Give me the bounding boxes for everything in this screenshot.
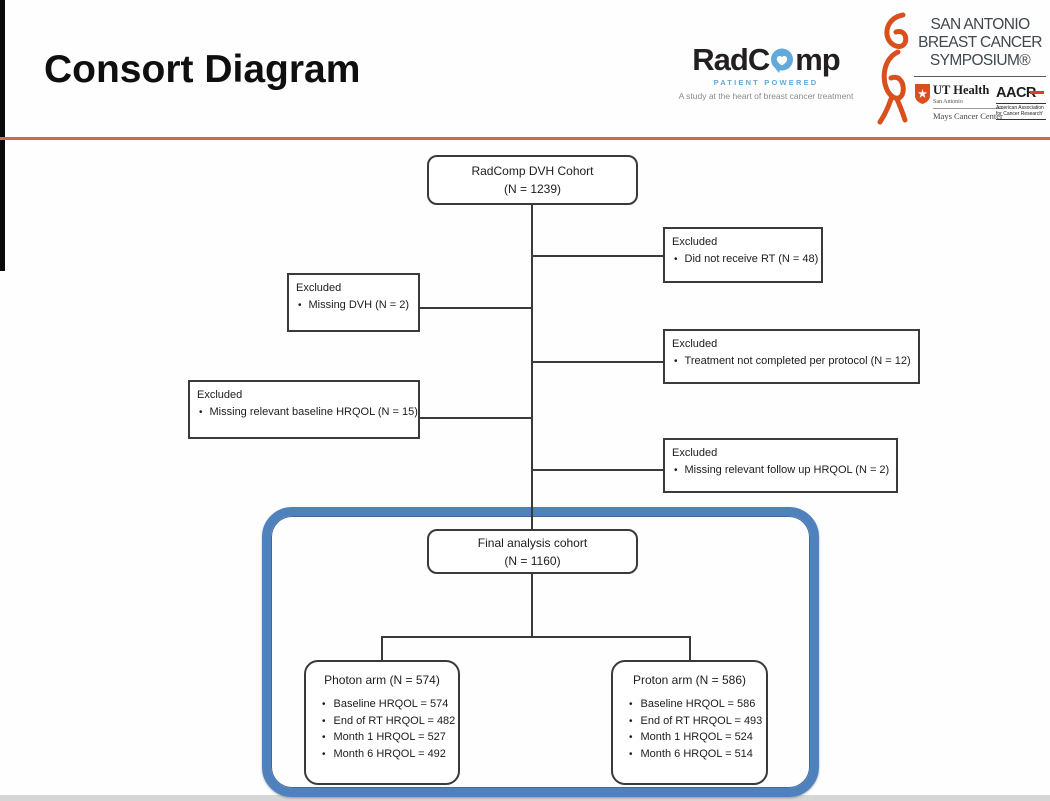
bullet-icon (322, 748, 326, 760)
connector-trunk-bottom (531, 574, 533, 638)
dvh-cohort-n: (N = 1239) (503, 182, 562, 196)
proton-arm-title: Proton arm (N = 586) (632, 673, 747, 687)
left-edge-bar (0, 0, 5, 271)
ut-health-city: San Antonio (933, 98, 963, 105)
header-divider (0, 137, 1050, 140)
photon-month-6: Month 6 HRQOL = 492 (333, 747, 446, 760)
radcomp-word-post: mp (795, 42, 840, 77)
connector-proton-drop (689, 636, 691, 662)
bullet-icon (322, 715, 326, 727)
sabcs-line2: BREAST CANCER (918, 33, 1042, 51)
sabcs-title: SAN ANTONIO BREAST CANCER SYMPOSIUM® (914, 16, 1046, 69)
bullet-icon (322, 698, 326, 710)
sabcs-logo: SAN ANTONIO BREAST CANCER SYMPOSIUM® UT … (876, 4, 1046, 130)
radcomp-logo: RadC mp PATIENT POWERED A study at the h… (678, 44, 854, 101)
sabcs-line3: SYMPOSIUM® (929, 51, 1031, 69)
bullet-icon (674, 462, 678, 479)
flow-box-excluded-followup-hrqol: Excluded Missing relevant follow up HRQO… (663, 438, 898, 493)
radcomp-word-pre: RadC (692, 42, 770, 77)
excluded-item: Missing DVH (N = 2) (308, 299, 410, 312)
bullet-icon (674, 353, 678, 370)
final-cohort-n: (N = 1160) (504, 553, 561, 568)
excluded-title: Excluded (197, 389, 243, 401)
connector-trunk-top (531, 205, 533, 530)
connector-excluded-protocol (532, 361, 663, 363)
highlight-box (262, 507, 819, 797)
radcomp-tagline: A study at the heart of breast cancer tr… (678, 91, 854, 101)
excluded-title: Excluded (672, 236, 718, 248)
flow-box-excluded-protocol: Excluded Treatment not completed per pro… (663, 329, 920, 384)
excluded-title: Excluded (672, 338, 718, 350)
connector-excluded-missing-dvh (420, 307, 532, 309)
bullet-icon (674, 251, 678, 268)
dvh-cohort-label: RadComp DVH Cohort (471, 164, 594, 178)
aacr-subtitle: American Association for Cancer Research… (996, 102, 1046, 120)
excluded-title: Excluded (296, 282, 342, 294)
bottom-edge-stripe (0, 795, 1050, 801)
excluded-item: Did not receive RT (N = 48) (684, 253, 819, 266)
bullet-icon (322, 731, 326, 743)
photon-arm-stats: Baseline HRQOL = 574 End of RT HRQOL = 4… (314, 698, 456, 760)
connector-excluded-no-rt (532, 255, 663, 257)
sabcs-divider (914, 76, 1046, 77)
flow-box-excluded-missing-dvh: Excluded Missing DVH (N = 2) (287, 273, 420, 332)
aacr-logo: AACR American Association for Cancer Res… (996, 86, 1046, 120)
excluded-item: Missing relevant follow up HRQOL (N = 2) (684, 464, 890, 477)
radcomp-subtitle: PATIENT POWERED (713, 78, 819, 87)
ut-health-name: UT Health (933, 83, 990, 97)
page-title: Consort Diagram (44, 48, 361, 91)
aacr-text: AACR (996, 85, 1036, 101)
excluded-item: Treatment not completed per protocol (N … (684, 355, 911, 368)
bullet-icon (199, 404, 203, 421)
proton-baseline: Baseline HRQOL = 586 (640, 698, 756, 710)
photon-baseline: Baseline HRQOL = 574 (333, 698, 449, 710)
mays-cancer-center: Mays Cancer Center (933, 107, 1003, 121)
photon-end-of-rt: End of RT HRQOL = 482 (333, 714, 456, 727)
ut-health-text: UT Health San Antonio Mays Cancer Center (933, 84, 1003, 121)
proton-month-6: Month 6 HRQOL = 514 (640, 747, 753, 760)
flow-box-dvh-cohort: RadComp DVH Cohort (N = 1239) (427, 155, 638, 205)
ut-health-shield-icon (915, 84, 930, 104)
sabcs-line1: SAN ANTONIO (930, 16, 1030, 33)
photon-month-1: Month 1 HRQOL = 527 (333, 731, 446, 743)
bullet-icon (629, 731, 633, 743)
photon-arm-title: Photon arm (N = 574) (324, 673, 440, 687)
excluded-title: Excluded (672, 447, 718, 459)
aacr-red-bar-icon (1030, 91, 1044, 94)
bullet-icon (298, 297, 302, 314)
aacr-wordmark: AACR (996, 86, 1046, 101)
flow-box-proton-arm: Proton arm (N = 586) Baseline HRQOL = 58… (611, 660, 768, 785)
connector-photon-drop (381, 636, 383, 662)
proton-arm-stats: Baseline HRQOL = 586 End of RT HRQOL = 4… (621, 698, 763, 760)
connector-excluded-followup-hrqol (532, 469, 663, 471)
ut-health-logo: UT Health San Antonio Mays Cancer Center (915, 84, 1003, 121)
final-cohort-label: Final analysis cohort (477, 535, 588, 550)
sabcs-ribbon-icon (877, 12, 909, 125)
bullet-icon (629, 698, 633, 710)
proton-month-1: Month 1 HRQOL = 524 (640, 731, 753, 743)
connector-arm-split (381, 636, 691, 638)
radcomp-heart-bubble-icon (770, 48, 794, 74)
bullet-icon (629, 715, 633, 727)
excluded-item: Missing relevant baseline HRQOL (N = 15) (209, 406, 418, 419)
flow-box-excluded-no-rt: Excluded Did not receive RT (N = 48) (663, 227, 823, 283)
flow-box-final-cohort: Final analysis cohort (N = 1160) (427, 529, 638, 574)
radcomp-wordmark: RadC mp (678, 44, 854, 75)
flow-box-photon-arm: Photon arm (N = 574) Baseline HRQOL = 57… (304, 660, 460, 785)
connector-excluded-baseline-hrqol (420, 417, 532, 419)
flow-box-excluded-baseline-hrqol: Excluded Missing relevant baseline HRQOL… (188, 380, 420, 439)
proton-end-of-rt: End of RT HRQOL = 493 (640, 714, 763, 727)
bullet-icon (629, 748, 633, 760)
